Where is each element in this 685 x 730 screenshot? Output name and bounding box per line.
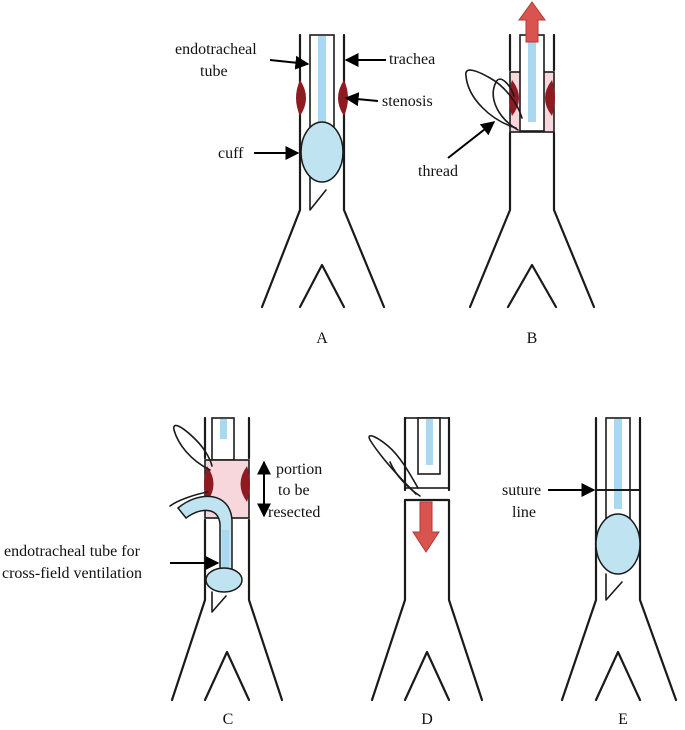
thread-strand: [169, 491, 209, 507]
label-trachea: trachea: [389, 51, 435, 68]
label-to-be: to be: [278, 482, 310, 499]
thread-loop: [368, 434, 419, 495]
pointer-thread: [447, 121, 496, 159]
label-stenosis: stenosis: [382, 93, 433, 110]
carina: [594, 650, 642, 702]
label-resected: resected: [268, 504, 320, 521]
trachea-wall: [560, 416, 678, 702]
tube-lumen: [220, 419, 227, 439]
caption-b: B: [527, 330, 538, 347]
thread-loop-2: [492, 78, 519, 131]
tube-lumen: [614, 419, 622, 509]
tube-lumen: [528, 36, 536, 122]
pointer-stenosis: [344, 92, 379, 107]
pointer-endotracheal-tube: [269, 55, 310, 70]
stenosis-right: [338, 80, 348, 116]
stenosis-right: [545, 80, 555, 116]
cuff: [595, 513, 641, 575]
stenosis-right: [240, 466, 250, 502]
thread-strand: [389, 461, 421, 497]
panel-d: D: [368, 416, 484, 728]
tube-lumen: [426, 419, 433, 465]
cross-field-lumen: [222, 530, 229, 570]
label-tube: tube: [200, 63, 228, 80]
advance-arrow: [412, 501, 440, 553]
lower-trachea-wall: [370, 498, 484, 702]
label-suture: suture: [502, 482, 541, 499]
carina: [506, 263, 558, 309]
caption-c: C: [223, 711, 234, 728]
stenosis-left: [296, 80, 306, 116]
label-thread: thread: [418, 163, 458, 180]
cuff: [300, 121, 344, 183]
label-ett-cross-2: cross-field ventilation: [2, 565, 142, 582]
panel-a: endotracheal tube trachea stenosis cuff …: [175, 33, 435, 347]
thread-loop: [173, 424, 213, 471]
carina: [298, 263, 346, 309]
label-line: line: [512, 504, 536, 521]
carina: [403, 650, 451, 702]
caption-e: E: [618, 711, 628, 728]
tube-bevel: [605, 573, 623, 601]
tube-lumen: [318, 36, 326, 136]
label-portion: portion: [276, 461, 322, 478]
panel-b: thread B: [418, 1, 596, 347]
thread-loop: [465, 69, 523, 129]
label-ett-cross-1: endotracheal tube for: [4, 543, 141, 560]
lower-trachea-wall: [468, 131, 596, 309]
caption-d: D: [421, 711, 433, 728]
withdraw-arrow: [518, 1, 546, 43]
trachea-wall: [508, 33, 556, 72]
tube-bevel: [309, 169, 327, 211]
caption-a: A: [316, 330, 328, 347]
carina: [203, 650, 251, 702]
label-cuff: cuff: [218, 145, 244, 162]
panel-e: suture line E: [502, 416, 678, 728]
cross-field-cuff: [205, 567, 243, 593]
lower-trachea-wall: [170, 518, 284, 702]
panel-c: portion to be resected endotracheal tube…: [2, 416, 322, 728]
tube-bevel: [211, 591, 227, 613]
label-endotracheal: endotracheal: [175, 41, 257, 58]
